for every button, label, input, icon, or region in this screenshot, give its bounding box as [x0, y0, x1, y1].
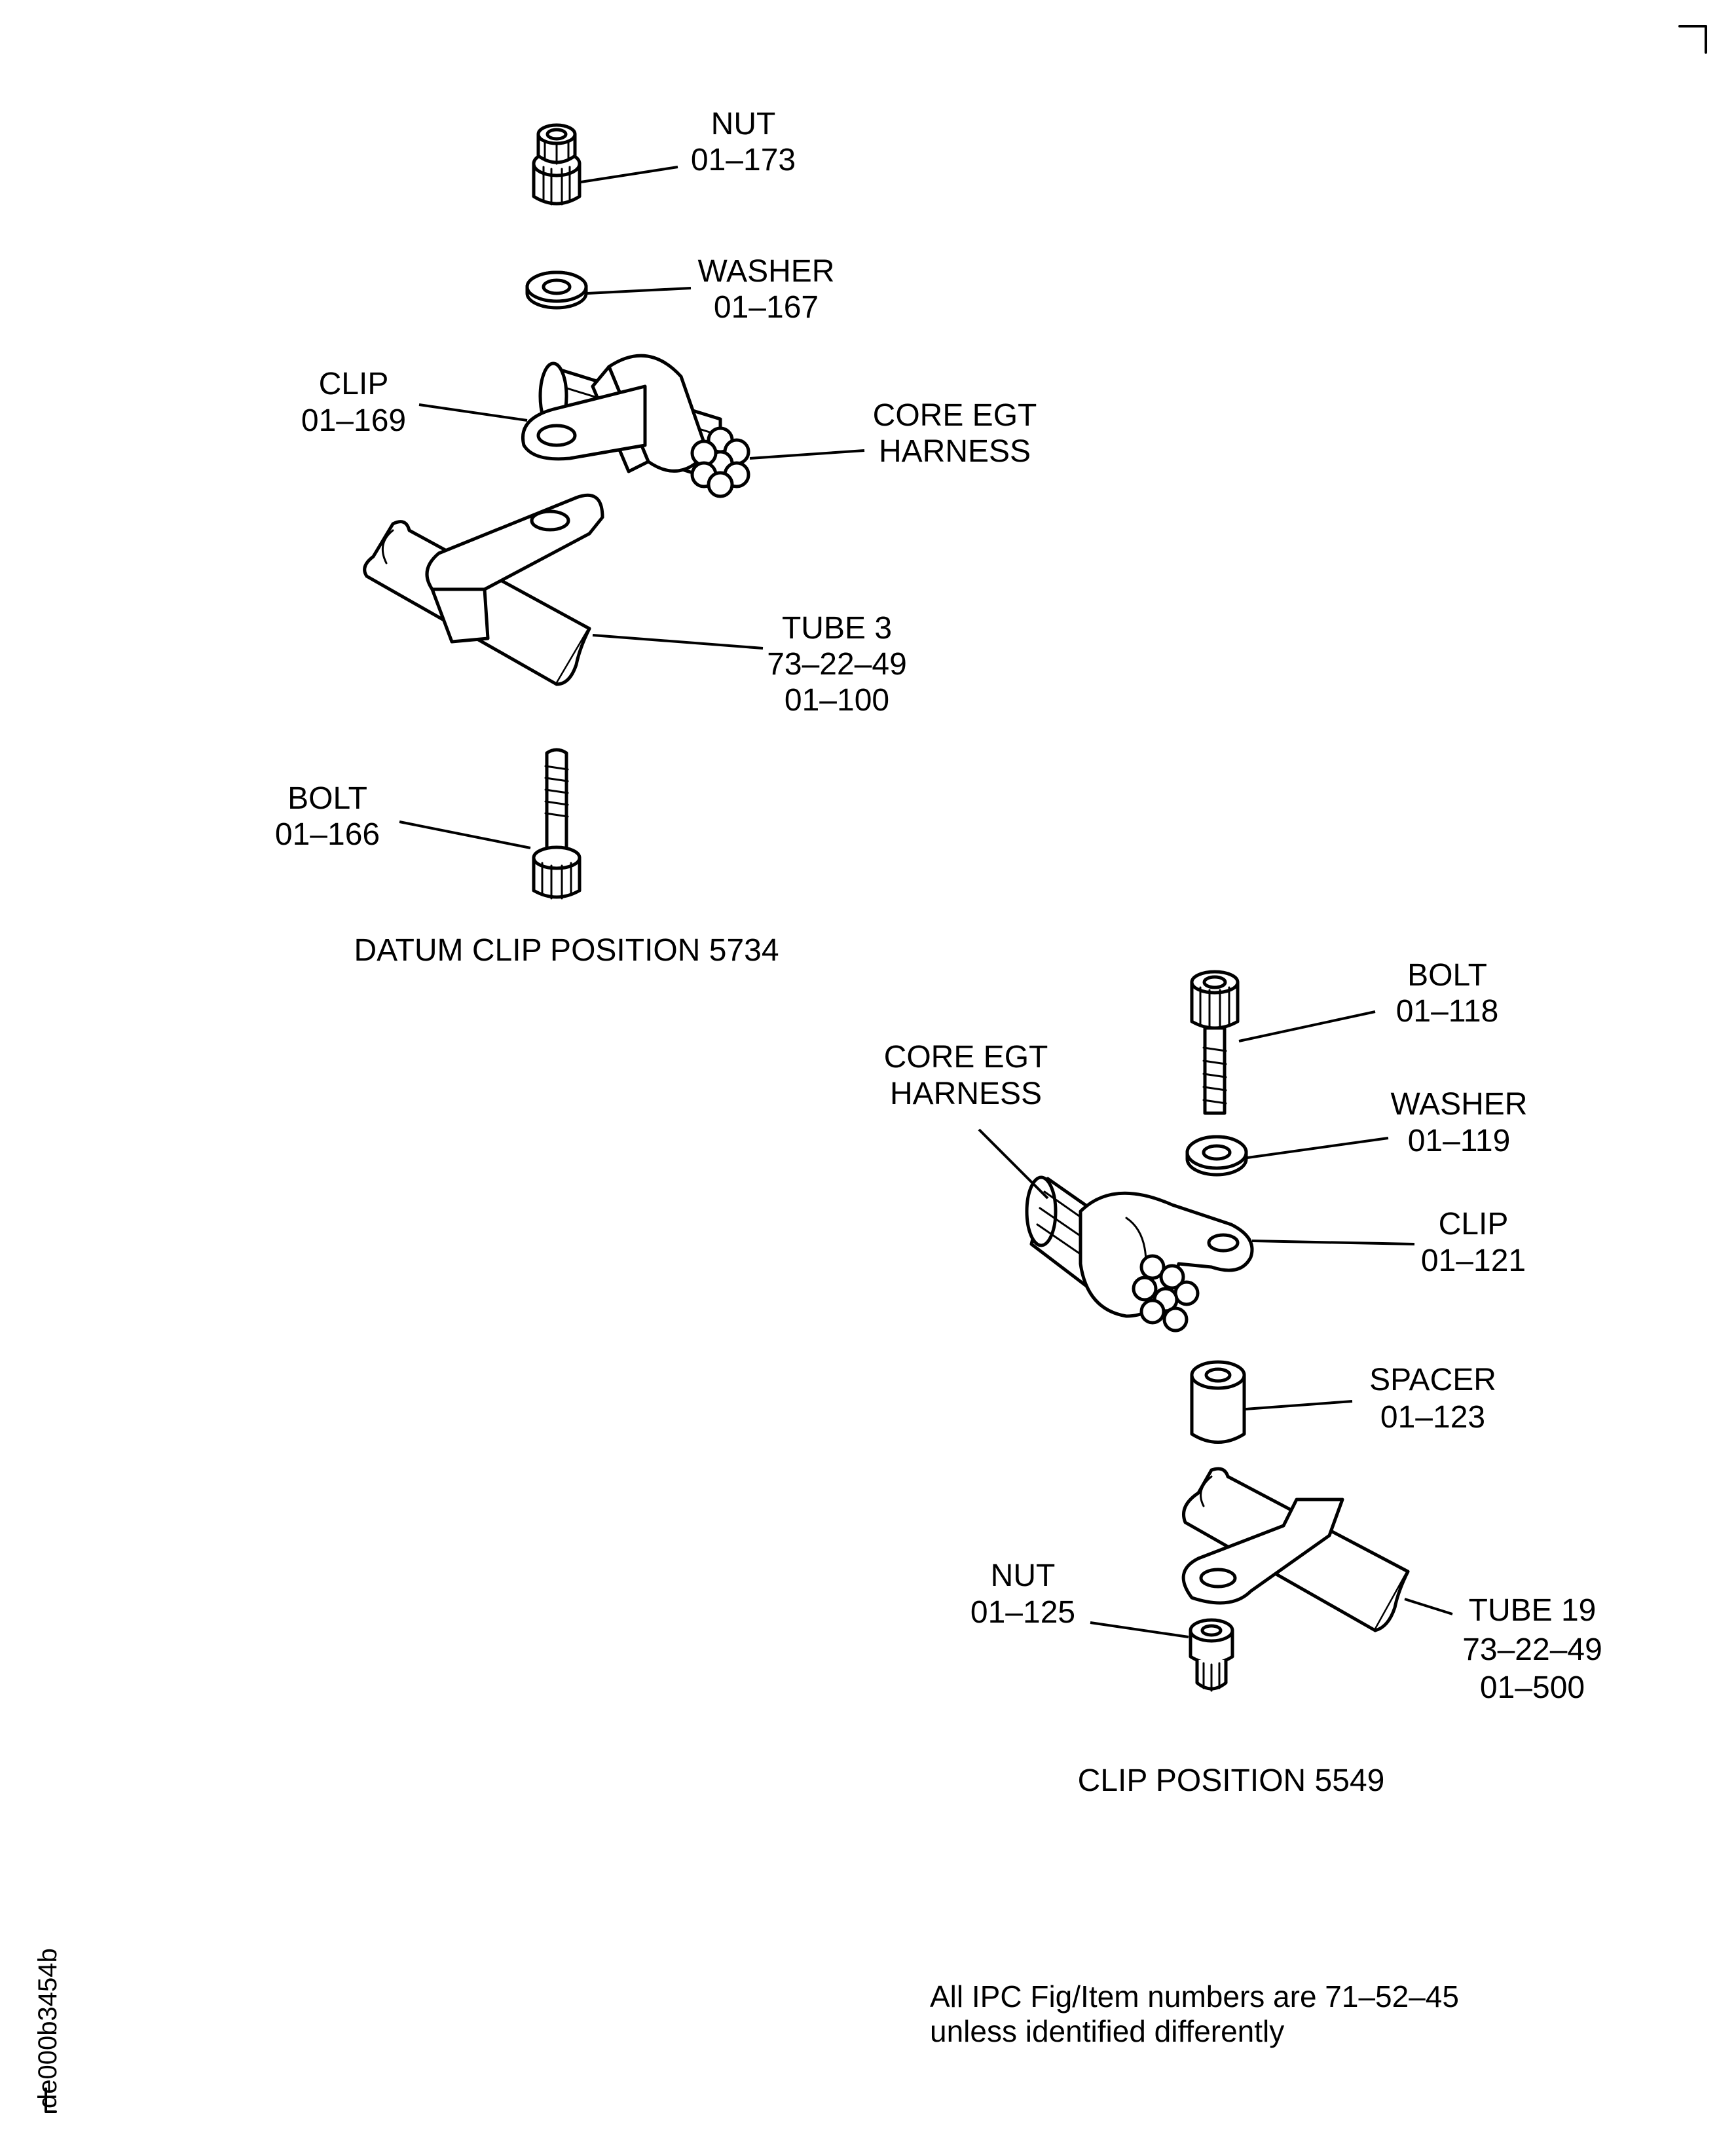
drawing-ref-bracket [45, 2088, 57, 2113]
datum-washer-part [525, 270, 588, 310]
datum-caption: DATUM CLIP POSITION 5734 [354, 933, 779, 968]
clip-washer-name: WASHER [1391, 1087, 1528, 1122]
clip-position-assembly: BOLT 01–118 WASHER 01–119 [884, 958, 1602, 1798]
ipc-note-line1: All IPC Fig/Item numbers are 71–52–45 [930, 1979, 1459, 2014]
clip-harness-line1: CORE EGT [884, 1040, 1048, 1075]
datum-clip-code: 01–169 [301, 403, 406, 438]
drawing-ref-number: de000b3454b [33, 1948, 62, 2108]
clip-tube-ref: 73–22–49 [1462, 1632, 1602, 1667]
datum-tube-leader [592, 634, 764, 650]
datum-bolt-leader [399, 820, 531, 849]
datum-clip-leader [418, 403, 528, 422]
clip-nut-leader [1090, 1621, 1189, 1638]
datum-harness-line1: CORE EGT [873, 398, 1037, 433]
clip-nut-name: NUT [991, 1558, 1056, 1593]
datum-bolt-code: 01–166 [275, 817, 380, 852]
datum-tube-code: 01–100 [785, 683, 889, 718]
clip-clip-part [1025, 1175, 1254, 1333]
ipc-note-line2: unless identified differently [930, 2014, 1284, 2048]
clip-harness-line2: HARNESS [890, 1076, 1042, 1111]
clip-washer-leader [1247, 1137, 1389, 1159]
clip-tube-code: 01–500 [1480, 1670, 1585, 1705]
datum-clip-name: CLIP [319, 367, 389, 401]
clip-spacer-part [1190, 1360, 1246, 1444]
datum-clip-part [521, 354, 750, 498]
clip-nut-part [1189, 1618, 1234, 1692]
clip-bolt-name: BOLT [1407, 958, 1487, 993]
datum-nut-name: NUT [711, 107, 776, 141]
datum-nut-part [532, 123, 582, 206]
datum-tube-part [363, 493, 604, 686]
clip-bolt-leader [1238, 1010, 1376, 1042]
datum-tube-ref: 73–22–49 [767, 647, 907, 682]
datum-nut-leader [580, 166, 678, 183]
clip-bolt-code: 01–118 [1396, 994, 1499, 1029]
clip-washer-code: 01–119 [1408, 1124, 1511, 1158]
datum-harness-line2: HARNESS [879, 434, 1031, 469]
datum-bolt-part [532, 748, 582, 900]
corner-mark [1678, 25, 1707, 54]
datum-nut-code: 01–173 [691, 143, 796, 177]
datum-harness-leader [749, 449, 865, 460]
datum-tube-name: TUBE 3 [782, 611, 892, 646]
datum-washer-name: WASHER [698, 254, 835, 289]
clip-washer-part [1185, 1135, 1248, 1177]
datum-washer-leader [587, 287, 692, 295]
clip-harness-leader [978, 1128, 1049, 1200]
clip-clip-code: 01–121 [1421, 1243, 1526, 1278]
clip-bolt-part [1190, 970, 1240, 1115]
clip-spacer-name: SPACER [1369, 1363, 1496, 1397]
clip-tube-leader [1404, 1598, 1453, 1615]
clip-tube-name: TUBE 19 [1469, 1593, 1597, 1628]
clip-caption: CLIP POSITION 5549 [1078, 1763, 1385, 1798]
clip-nut-code: 01–125 [970, 1595, 1075, 1630]
clip-clip-name: CLIP [1439, 1207, 1509, 1242]
datum-bolt-name: BOLT [287, 781, 367, 816]
clip-clip-leader [1251, 1240, 1415, 1245]
datum-clip-assembly: NUT 01–173 WASHER 01–167 [275, 107, 1037, 968]
clip-spacer-leader [1245, 1400, 1353, 1410]
clip-spacer-code: 01–123 [1380, 1400, 1485, 1435]
clip-tube-part [1181, 1467, 1410, 1632]
datum-washer-code: 01–167 [714, 290, 819, 325]
